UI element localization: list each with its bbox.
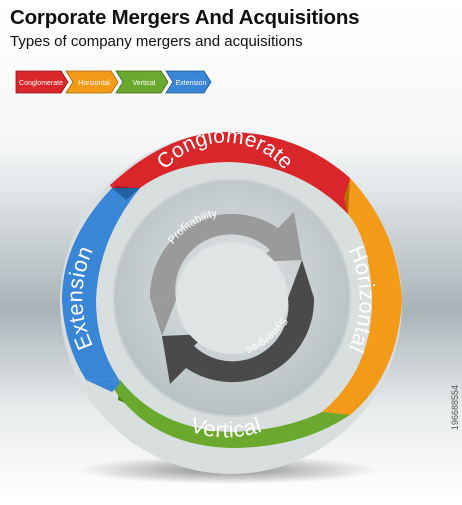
page-title: Corporate Mergers And Acquisitions (10, 6, 360, 29)
legend-item-vertical: Vertical (115, 70, 169, 94)
segment-vertical (113, 378, 350, 448)
inner-segment-profitability (149, 212, 302, 300)
legend-item-extension: Extension (165, 70, 212, 94)
legend-label-horizontal: Horizontal (78, 80, 110, 87)
inner-cycle (149, 212, 315, 384)
segment-horizontal (322, 178, 402, 415)
legend: Conglomerate Horizontal Vertical Extensi… (14, 69, 214, 95)
legend-item-horizontal: Horizontal (65, 70, 119, 94)
page-subtitle: Types of company mergers and acquisition… (10, 33, 303, 50)
header: Corporate Mergers And Acquisitions Types… (10, 6, 360, 50)
inner-hole-rim (113, 179, 351, 417)
legend-label-extension: Extension (176, 80, 207, 87)
inner-segment-synergies (162, 298, 315, 384)
legend-item-conglomerate: Conglomerate (15, 70, 69, 94)
legend-label-conglomerate: Conglomerate (19, 80, 63, 87)
segment-extension (62, 188, 140, 392)
watermark-id: 196688554 (450, 385, 460, 431)
legend-label-vertical: Vertical (133, 80, 156, 87)
inner-center (176, 242, 288, 354)
